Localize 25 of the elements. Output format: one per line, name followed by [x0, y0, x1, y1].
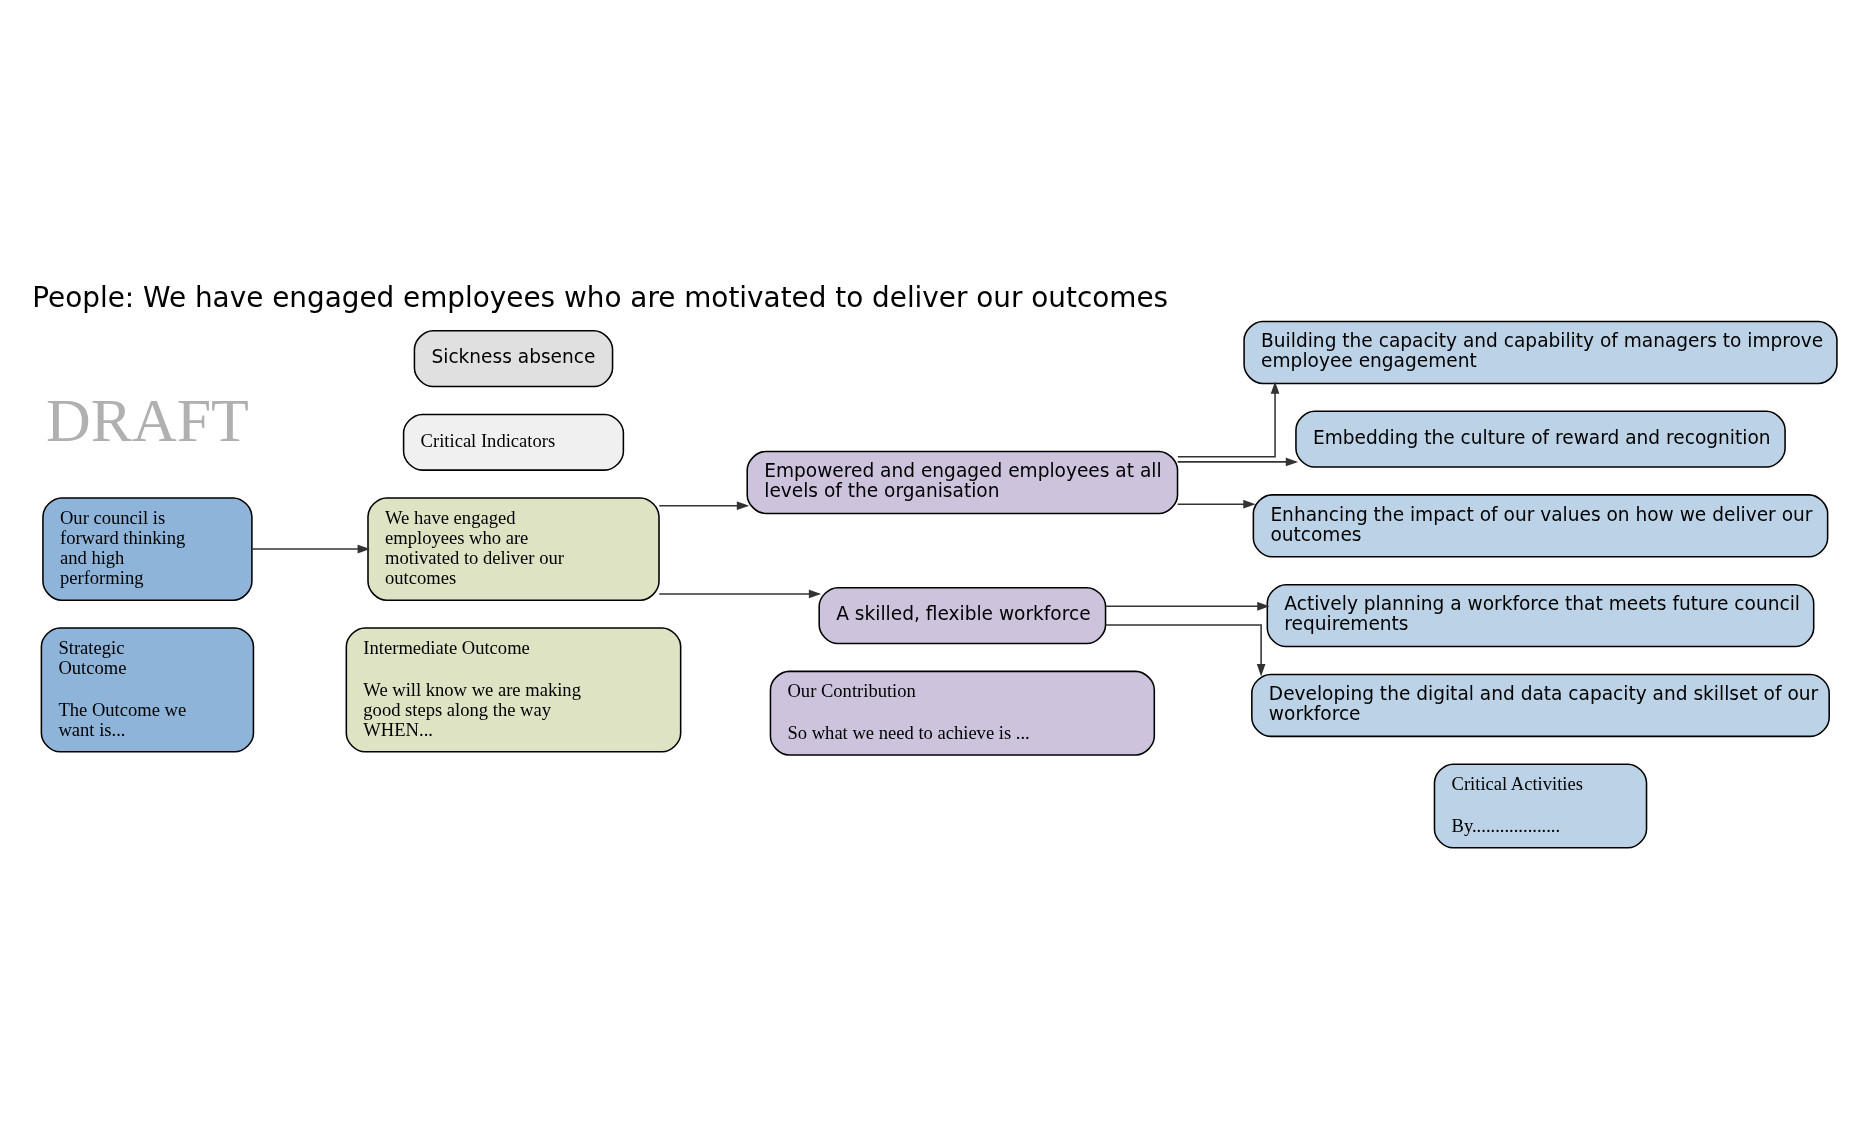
node-box: Our Contribution So what we need to achieve is ...: [769, 670, 1156, 756]
node-box: Embedding the culture of reward and recognition: [1295, 410, 1786, 468]
node-box: We have engaged employees who are motivated to deliver our outcomes: [367, 497, 660, 601]
node-box: Intermediate Outcome We will know we are making good steps along the way WHEN...: [345, 627, 682, 753]
node-box: Critical Activities By...................: [1433, 763, 1648, 849]
node-box: Our council is forward thinking and high performing: [42, 497, 253, 601]
arrow: [251, 544, 370, 554]
diagram-title: People: We have engaged employees who are motivated to deliver our outcomes: [32, 280, 1169, 314]
node-box: Building the capacity and capability of managers to improve employee engagement: [1243, 320, 1838, 385]
arrow: [1177, 381, 1280, 458]
node-box: Sickness absence: [413, 330, 614, 388]
node-box: Enhancing the impact of our values on how we deliver our outcomes: [1252, 494, 1829, 558]
arrow: [658, 589, 822, 599]
arrow: [1176, 457, 1299, 467]
node-box: Developing the digital and data capacity and skillset of our workforce: [1251, 673, 1830, 738]
arrow: [1176, 499, 1256, 509]
arrow: [1105, 602, 1270, 611]
node-box: Empowered and engaged employees at all levels of the organisation: [746, 450, 1179, 515]
node-box: Strategic Outcome The Outcome we want is...: [40, 627, 255, 753]
arrow: [1104, 624, 1266, 677]
node-box: Actively planning a workforce that meets future council requirements: [1266, 583, 1815, 648]
label: DRAFT: [45, 385, 249, 454]
node-box: A skilled, flexible workforce: [818, 587, 1107, 645]
arrow: [658, 501, 750, 511]
node-box: Critical Indicators: [402, 413, 625, 471]
